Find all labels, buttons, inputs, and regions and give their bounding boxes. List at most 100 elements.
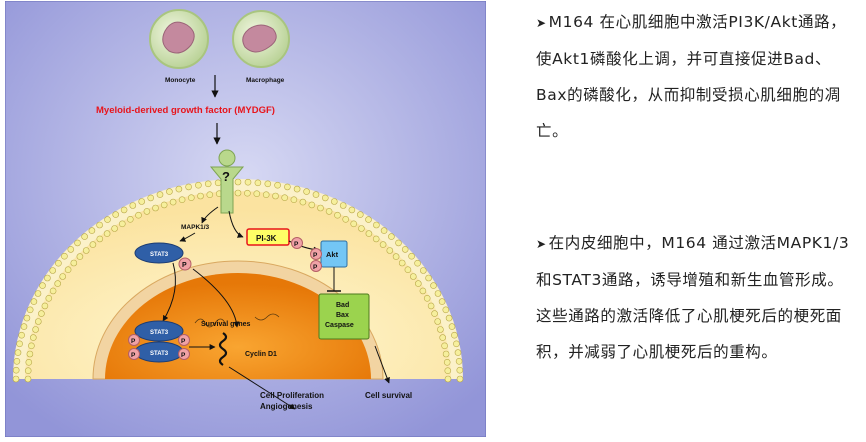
membrane-lipid: [96, 235, 104, 243]
membrane-lipid: [262, 191, 270, 198]
membrane-lipid: [284, 183, 291, 191]
membrane-lipid: [49, 287, 57, 295]
outcome-angiogenesis: Angiogenesis: [260, 402, 313, 411]
membrane-lipid: [143, 208, 151, 215]
membrane-lipid: [104, 216, 111, 223]
membrane-lipid: [427, 302, 435, 310]
membrane-lipid: [395, 239, 402, 247]
membrane-lipid: [358, 225, 365, 232]
monocyte-cell: [149, 9, 209, 69]
stat3-top-node: [134, 242, 184, 264]
membrane-lipid: [451, 331, 458, 339]
membrane-lipid: [444, 367, 452, 375]
membrane-lipid: [312, 191, 320, 198]
membrane-lipid: [325, 208, 333, 215]
phospho-label: P: [181, 338, 186, 345]
membrane-lipid: [88, 227, 96, 234]
membrane-lipid: [254, 179, 262, 187]
membrane-lipid: [372, 235, 380, 243]
membrane-lipid: [188, 194, 195, 201]
membrane-lipid: [166, 188, 173, 195]
membrane-lipid: [26, 350, 34, 358]
membrane-lipid: [438, 298, 446, 305]
membrane-lipid: [448, 323, 456, 330]
membrane-lipid: [342, 216, 350, 223]
membrane-lipid: [453, 340, 460, 348]
membrane-lipid: [244, 178, 252, 186]
membrane-lipid: [339, 202, 347, 209]
stat3-a-label: STAT3: [150, 330, 169, 336]
membrane-lipid: [388, 233, 395, 240]
membrane-lipid: [404, 266, 412, 274]
membrane-lipid: [152, 204, 159, 212]
membrane-lipid: [419, 287, 427, 295]
bad-label: Bad: [336, 302, 349, 309]
membrane-lipid: [445, 314, 453, 322]
membrane-lipid: [32, 326, 39, 333]
membrane-lipid: [12, 375, 20, 383]
akt-label: Akt: [326, 250, 339, 259]
membrane-lipid: [20, 323, 28, 330]
phospho-label: P: [181, 352, 186, 359]
membrane-lipid: [70, 259, 78, 267]
membrane-lipid: [119, 220, 126, 228]
membrane-lipid: [38, 310, 45, 317]
membrane-lipid: [456, 375, 464, 383]
phospho-label: P: [182, 262, 187, 269]
membrane-lipid: [169, 198, 177, 206]
dna-coil: [218, 332, 228, 366]
macrophage-cell: [232, 10, 290, 68]
membrane-lipid: [59, 273, 67, 280]
membrane-lipid: [408, 252, 415, 260]
membrane-lipid: [175, 185, 183, 193]
arrow-stat3-to-nucleus: [162, 262, 176, 322]
membrane-lipid: [214, 179, 222, 187]
membrane-lipid: [321, 194, 329, 202]
membrane-lipid: [379, 241, 387, 248]
membrane-lipid: [29, 334, 37, 341]
membrane-lipid: [456, 366, 464, 374]
stat3-top-label: STAT3: [150, 252, 169, 258]
membrane-lipid: [138, 198, 145, 205]
pi3k-label: PI-3K: [256, 234, 277, 243]
arrow-stat3-to-survival: [192, 268, 240, 328]
pi3k-box: [246, 228, 290, 246]
membrane-lipid: [414, 280, 422, 287]
membrane-lipid: [443, 358, 451, 366]
membrane-lipid: [350, 220, 358, 228]
cell-membrane: [12, 178, 464, 383]
membrane-lipid: [244, 189, 251, 197]
membrane-lipid: [365, 216, 372, 223]
phospho-label: P: [131, 352, 136, 359]
receptor-question-mark: ?: [222, 169, 230, 184]
membrane-lipid: [30, 298, 38, 305]
phospho-akt-2: [310, 248, 322, 260]
membrane-lipid: [272, 192, 279, 200]
phospho-stat3-b-right: [178, 348, 190, 360]
arrow-receptor-to-pi3k: [228, 210, 244, 238]
cyclin-d1-label: Cyclin D1: [245, 351, 277, 358]
membrane-lipid: [442, 306, 450, 314]
membrane-lipid: [234, 189, 242, 197]
membrane-lipid: [39, 282, 46, 289]
membrane-lipid: [274, 181, 281, 189]
survival-genes-label: Survival genes: [201, 321, 251, 328]
membrane-lipid: [386, 247, 394, 254]
membrane-lipid: [434, 318, 442, 325]
stat3-b-label: STAT3: [150, 351, 169, 357]
membrane-lipid: [373, 221, 380, 229]
membrane-lipid: [135, 211, 142, 219]
membrane-lipid: [195, 181, 202, 189]
membrane-lipid: [419, 267, 427, 274]
membrane-lipid: [308, 201, 316, 209]
membrane-lipid: [299, 198, 307, 206]
membrane-lipid: [398, 259, 406, 267]
membrane-lipid: [303, 188, 310, 195]
membrane-lipid: [425, 274, 432, 282]
membrane-lipid: [434, 290, 442, 297]
bullet-icon: ➤: [536, 16, 547, 30]
outcome-survival: Cell survival: [365, 391, 412, 400]
macrophage-label: Macrophage: [246, 77, 285, 84]
phospho-label: P: [313, 264, 318, 271]
arrow-mapk-to-stat3: [179, 232, 196, 242]
